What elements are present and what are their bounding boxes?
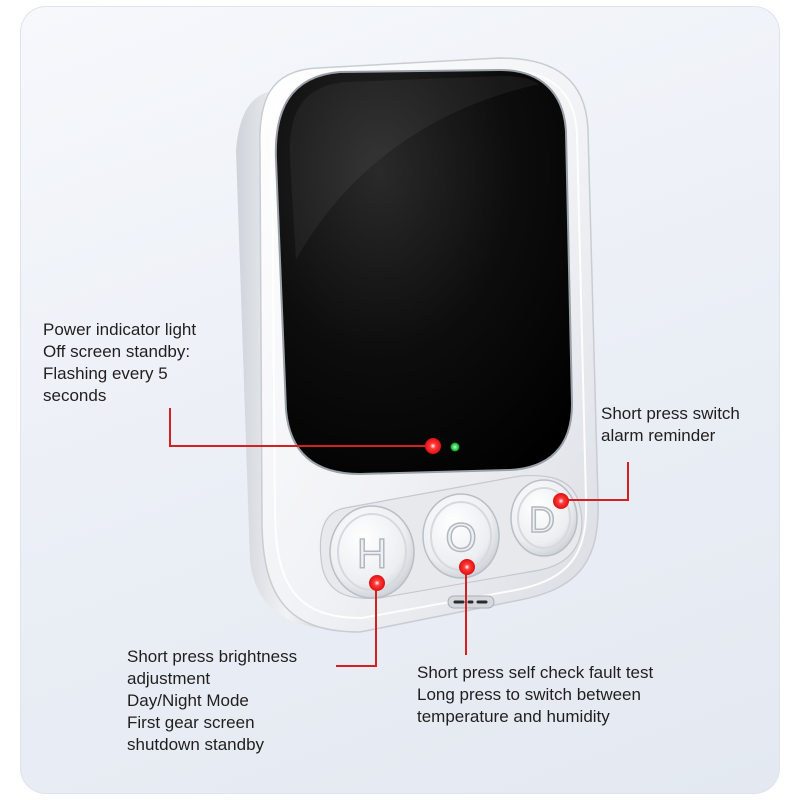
marker-power-dot bbox=[425, 438, 441, 454]
brightness-line-2: adjustment bbox=[127, 669, 211, 688]
button-o[interactable]: O bbox=[422, 493, 500, 579]
power-indicator-led-icon bbox=[450, 442, 460, 452]
self-check-line-3: temperature and humidity bbox=[417, 707, 610, 726]
button-d[interactable]: D bbox=[510, 479, 578, 557]
callout-lines bbox=[169, 408, 629, 667]
power-line-1: Power indicator light bbox=[43, 320, 197, 339]
self-check-line-1: Short press self check fault test bbox=[417, 663, 654, 682]
brightness-line-4: First gear screen bbox=[127, 713, 255, 732]
power-line-2: Off screen standby: bbox=[43, 342, 191, 361]
brightness-line-5: shutdown standby bbox=[127, 735, 265, 754]
button-o-glyph: O bbox=[445, 516, 476, 560]
callout-line-brightness bbox=[336, 586, 377, 667]
brightness-line-3: Day/Night Mode bbox=[127, 691, 249, 710]
marker-alarm-dot bbox=[553, 493, 569, 509]
callout-markers bbox=[369, 438, 569, 591]
brightness-button-description: Short press brightness adjustment Day/Ni… bbox=[127, 646, 297, 756]
alarm-line-1: Short press switch bbox=[601, 404, 740, 423]
callout-line-power bbox=[169, 408, 431, 447]
button-h[interactable]: H bbox=[329, 505, 415, 599]
alarm-line-2: alarm reminder bbox=[601, 426, 716, 445]
power-indicator-description: Power indicator light Off screen standby… bbox=[43, 319, 196, 407]
marker-brightness-dot bbox=[369, 575, 385, 591]
button-d-glyph: D bbox=[529, 499, 555, 540]
marker-self-check-dot bbox=[459, 559, 475, 575]
brightness-line-1: Short press brightness bbox=[127, 647, 298, 666]
power-line-3: Flashing every 5 bbox=[43, 364, 168, 383]
alarm-button-description: Short press switch alarm reminder bbox=[601, 403, 740, 447]
self-check-line-2: Long press to switch between bbox=[417, 685, 641, 704]
device-screen bbox=[274, 68, 574, 476]
button-h-glyph: H bbox=[357, 530, 387, 577]
power-line-4: seconds bbox=[43, 386, 107, 405]
callout-line-alarm bbox=[563, 462, 629, 501]
speaker-grille-icon bbox=[447, 595, 495, 609]
self-check-button-description: Short press self check fault test Long p… bbox=[417, 662, 653, 728]
